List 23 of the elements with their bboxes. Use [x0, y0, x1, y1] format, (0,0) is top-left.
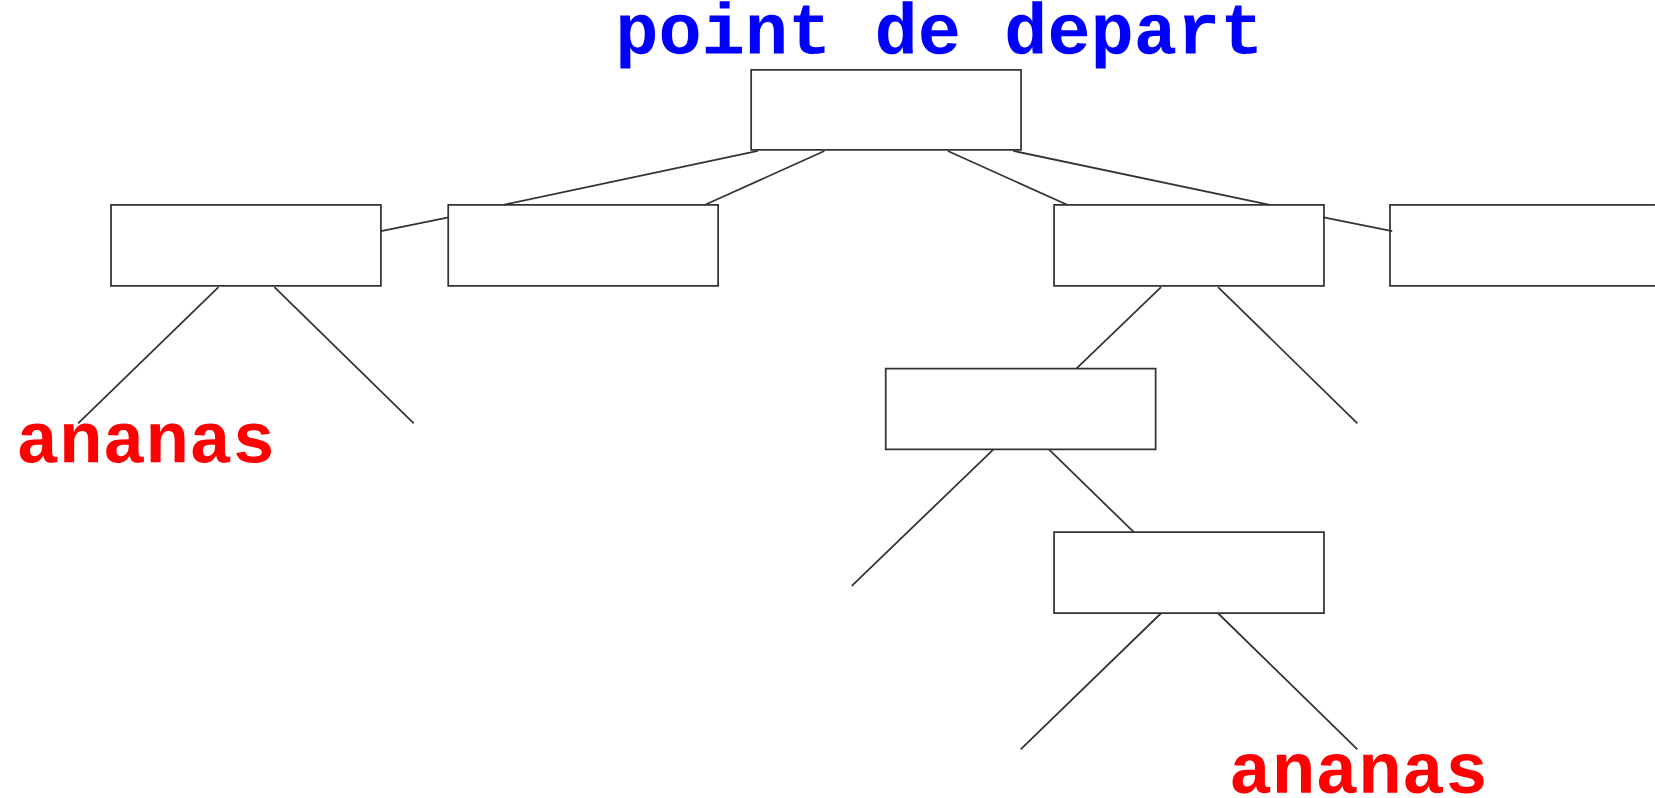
- box: [1053, 204, 1325, 287]
- connector-line: [946, 150, 1068, 206]
- connector-line: [502, 150, 759, 206]
- box: [1389, 204, 1655, 287]
- connector-line: [1012, 150, 1271, 206]
- leaf-label: ananas: [1232, 753, 1484, 794]
- connector-line: [1217, 612, 1359, 751]
- connector-line: [1075, 286, 1162, 370]
- connector-line: [850, 448, 995, 587]
- box: [447, 204, 719, 287]
- connector-line: [273, 286, 415, 425]
- box: [110, 204, 382, 287]
- box: [884, 367, 1157, 451]
- connector-line: [1217, 286, 1359, 425]
- connector-line: [704, 150, 826, 206]
- connector-line: [1322, 216, 1394, 233]
- leaf-label: ananas: [19, 423, 271, 464]
- box: [1053, 531, 1325, 614]
- connector-line: [380, 216, 450, 233]
- connector-line: [77, 286, 220, 425]
- heading: point de depart: [620, 1, 1257, 69]
- connector-line: [1019, 612, 1162, 751]
- connector-line: [1048, 448, 1135, 533]
